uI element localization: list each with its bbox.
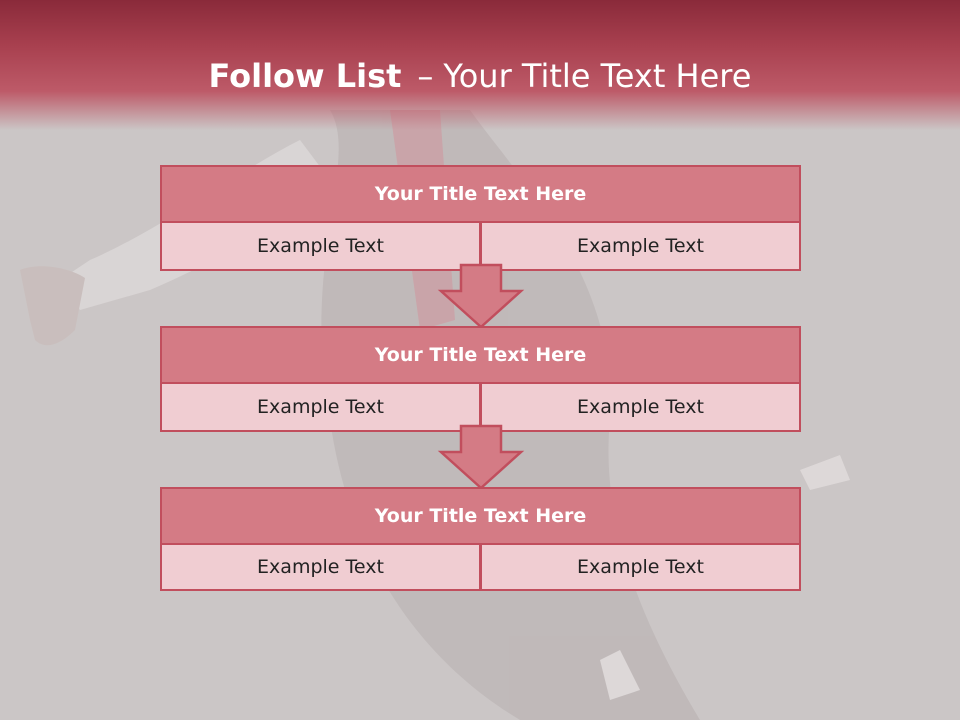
down-arrow-icon (437, 263, 525, 329)
slide-title-bold: Follow List (208, 57, 402, 95)
list-block-title: Your Title Text Here (160, 487, 801, 545)
slide-title-rest: Your Title Text Here (443, 57, 752, 95)
list-block-3: Your Title Text Here Example Text Exampl… (160, 487, 801, 593)
list-block-left-text: Example Text (160, 543, 481, 591)
list-block-title: Your Title Text Here (160, 326, 801, 384)
list-block-left-text: Example Text (160, 382, 481, 432)
list-block-2: Your Title Text Here Example Text Exampl… (160, 326, 801, 432)
slide-title: Follow List–Your Title Text Here (0, 52, 960, 100)
title-bar (0, 0, 960, 130)
list-block-right-text: Example Text (480, 543, 801, 591)
list-block-right-text: Example Text (480, 382, 801, 432)
slide-title-separator: – (417, 57, 434, 95)
list-block-left-text: Example Text (160, 221, 481, 271)
list-block-right-text: Example Text (480, 221, 801, 271)
down-arrow-icon (437, 424, 525, 490)
list-block-title: Your Title Text Here (160, 165, 801, 223)
list-block-1: Your Title Text Here Example Text Exampl… (160, 165, 801, 271)
